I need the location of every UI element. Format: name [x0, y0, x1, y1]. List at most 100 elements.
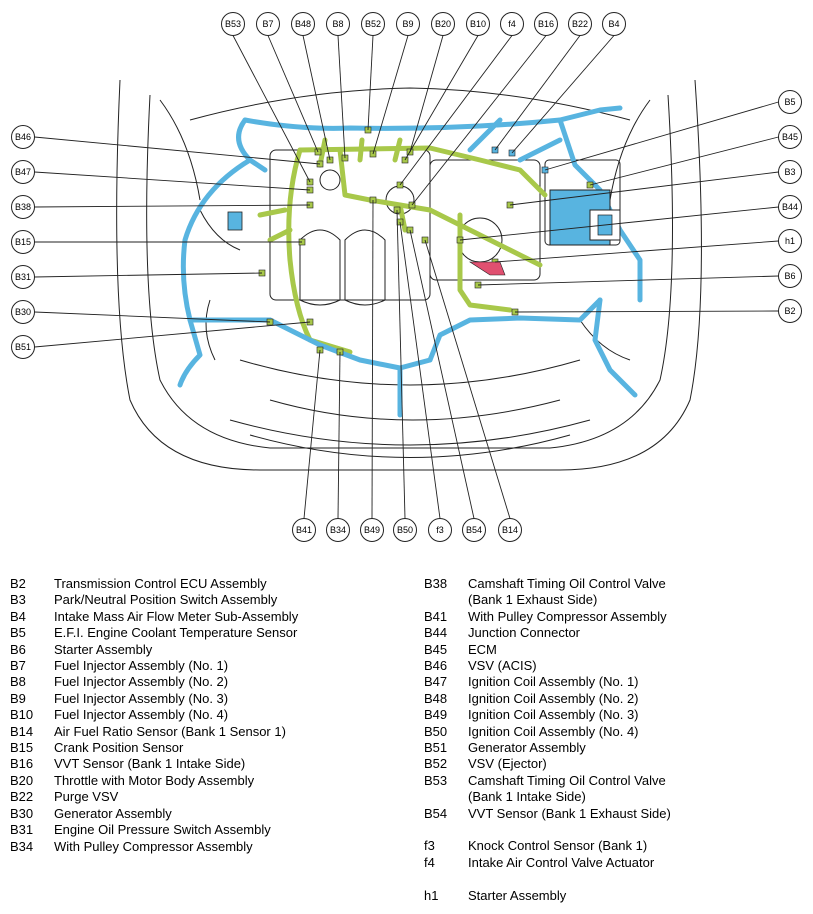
legend-code: B7: [10, 658, 26, 674]
callout-circle: [778, 195, 802, 219]
callout-label: B10: [470, 19, 486, 29]
callout-b6: B6: [778, 264, 802, 288]
callout-b14: B14: [498, 518, 522, 542]
callout-label: B38: [15, 202, 31, 212]
leader-line-b20: [409, 35, 444, 153]
callout-b49: B49: [360, 518, 384, 542]
leader-line-b47: [34, 171, 311, 191]
callout-circle: [466, 12, 490, 36]
legend-code: B54: [424, 805, 448, 821]
legend-code: B9: [10, 690, 26, 706]
legend-code: B8: [10, 674, 26, 690]
callout-label: B44: [782, 202, 798, 212]
callout-label: B52: [365, 19, 381, 29]
callout-b52: B52: [361, 12, 385, 36]
leader-line-b10: [404, 35, 479, 161]
callout-label: B30: [15, 307, 31, 317]
legend-description: Air Fuel Ratio Sensor (Bank 1 Sensor 1): [54, 723, 286, 739]
callout-label: B46: [15, 132, 31, 142]
callout-label: B20: [435, 19, 451, 29]
leader-line-b38: [34, 204, 311, 208]
callout-label: B14: [502, 525, 518, 535]
leader-line-b52: [367, 35, 374, 131]
callout-label: B51: [15, 342, 31, 352]
callout-b7: B7: [256, 12, 280, 36]
callout-label: B8: [332, 19, 343, 29]
legend-description: Ignition Coil Assembly (No. 1): [468, 674, 639, 690]
legend-code: B16: [10, 756, 34, 772]
legend-description: Fuel Injector Assembly (No. 2): [54, 674, 229, 690]
legend-code: [424, 871, 468, 887]
legend-description: Ignition Coil Assembly (No. 2): [468, 690, 639, 706]
legend-description: (Bank 1 Exhaust Side): [468, 592, 598, 608]
callout-circle: [360, 518, 384, 542]
legend-code: B47: [424, 674, 448, 690]
legend-code: [424, 789, 468, 805]
legend-description: ECM: [468, 641, 497, 657]
callout-label: B41: [296, 525, 312, 535]
callout-circle: [11, 195, 35, 219]
legend-description: Ignition Coil Assembly (No. 4): [468, 723, 639, 739]
callout-circle: [396, 12, 420, 36]
callout-b22: B22: [568, 12, 592, 36]
callout-circle: [778, 160, 802, 184]
callout-circle: [462, 518, 486, 542]
callout-h1: h1: [778, 229, 802, 253]
callout-circle: [256, 12, 280, 36]
legend-code: B4: [10, 608, 26, 624]
legend-code: f3: [424, 838, 435, 854]
legend-code: B44: [424, 625, 448, 641]
callout-b3: B3: [778, 160, 802, 184]
callout-b30: B30: [11, 300, 35, 324]
leader-line-b41: [303, 349, 321, 519]
callout-label: B22: [572, 19, 588, 29]
callout-label: h1: [785, 236, 795, 246]
callout-label: B48: [295, 19, 311, 29]
callout-b50: B50: [393, 518, 417, 542]
legend-description: VSV (Ejector): [468, 756, 547, 772]
legend-code: [424, 592, 468, 608]
callout-circle: [778, 125, 802, 149]
legend-description: Engine Oil Pressure Switch Assembly: [54, 822, 271, 838]
leader-line-b44: [459, 206, 779, 241]
callout-label: f4: [508, 19, 516, 29]
callout-b47: B47: [11, 160, 35, 184]
leader-line-b16: [411, 35, 547, 206]
legend-code: B5: [10, 625, 26, 641]
callout-label: B47: [15, 167, 31, 177]
callout-label: B49: [364, 525, 380, 535]
callout-circle: [326, 518, 350, 542]
callout-b5: B5: [778, 90, 802, 114]
legend-code: B46: [424, 658, 448, 674]
legend-description: Junction Connector: [468, 625, 581, 641]
callout-b48: B48: [291, 12, 315, 36]
legend-code: B6: [10, 641, 26, 657]
callout-label: B9: [402, 19, 413, 29]
callout-b54: B54: [462, 518, 486, 542]
leader-line-b34: [337, 351, 341, 519]
legend-code: B2: [10, 576, 26, 591]
leader-line-b30: [34, 311, 271, 323]
leader-line-b48: [302, 35, 331, 161]
legend-code: B34: [10, 838, 34, 854]
callout-b16: B16: [534, 12, 558, 36]
legend-row: [424, 822, 809, 838]
callout-leader-lines: [34, 35, 779, 519]
callout-b53: B53: [221, 12, 245, 36]
callout-circle: [11, 125, 35, 149]
legend-code: B51: [424, 740, 448, 756]
callout-label: B7: [262, 19, 273, 29]
